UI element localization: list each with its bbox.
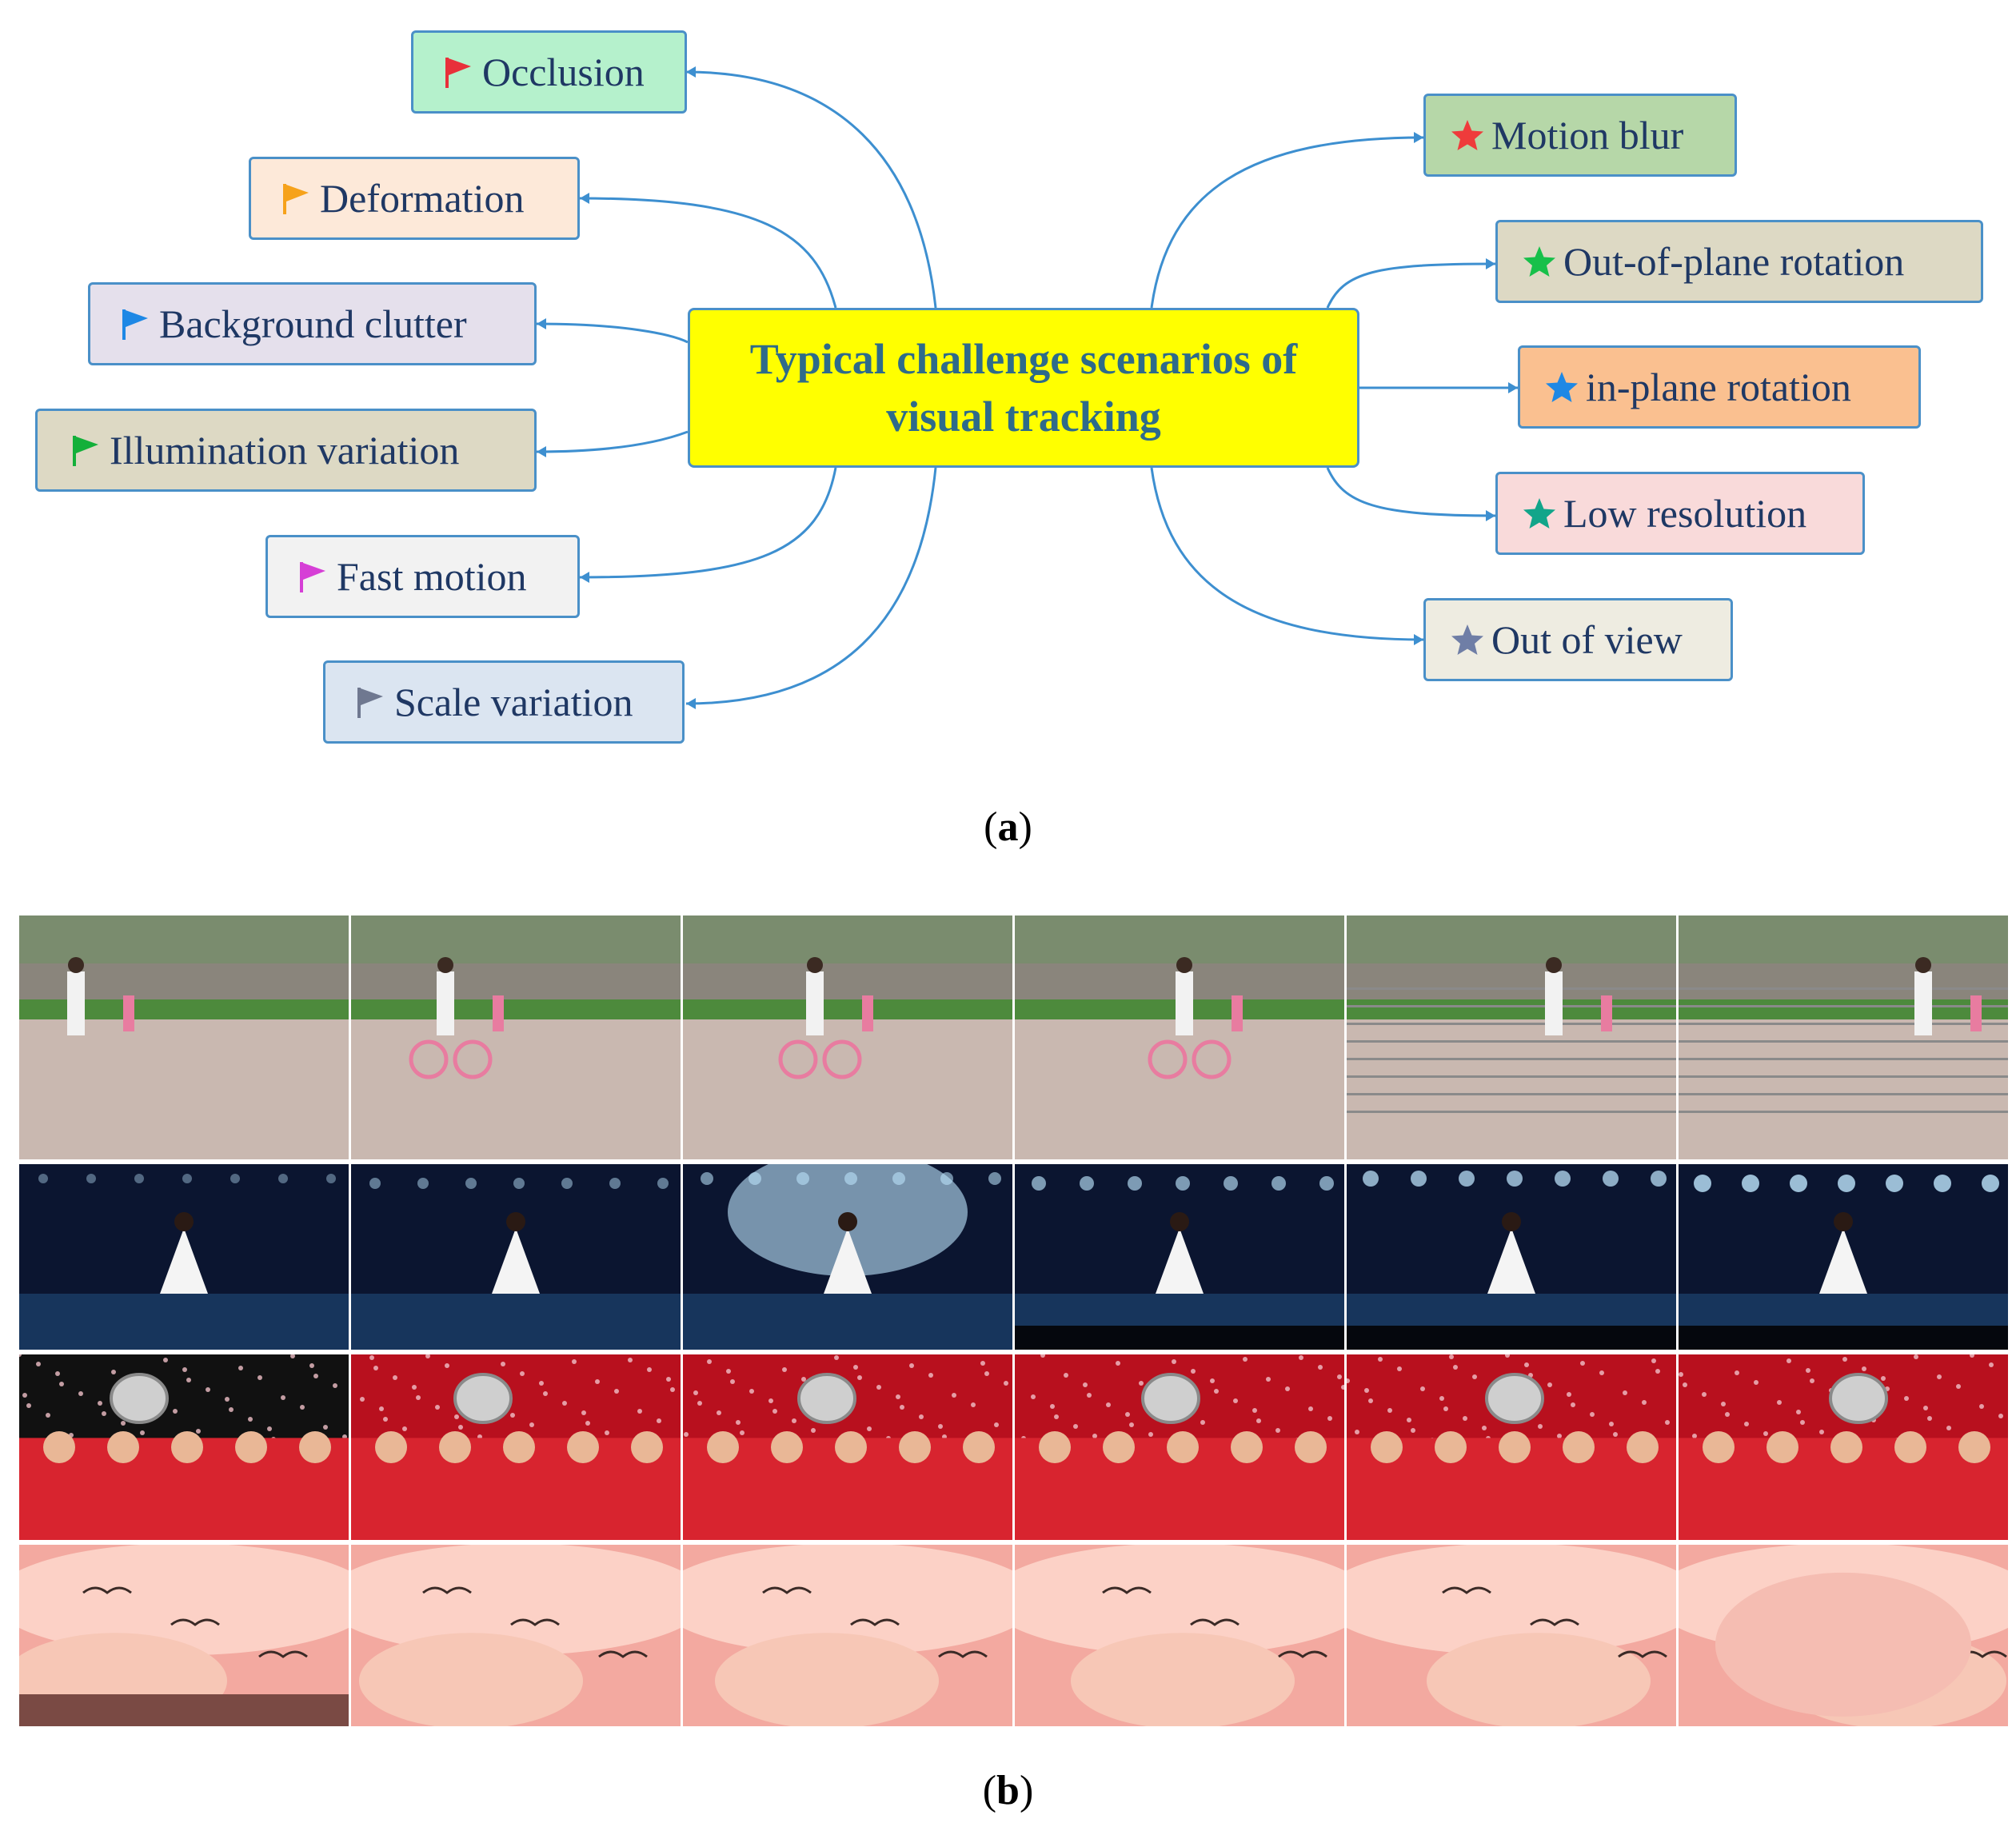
node-label: Out of view [1491,617,1683,662]
frame-clouds-4 [1015,1545,1344,1726]
node-low-resolution: Low resolution [1495,472,1865,555]
central-topic-line-2: visual tracking [886,393,1161,441]
green-flag-icon [68,433,103,468]
frame-crowd-3 [683,1354,1012,1540]
red-flag-icon [441,54,476,90]
frame-stage-5 [1347,1164,1676,1350]
frame-stage-6 [1679,1164,2008,1350]
caption-b: (b) [982,1768,1034,1813]
frame-street-2 [351,915,681,1159]
frame-street-6 [1679,915,2008,1159]
link-out-of-plane-rotation [1326,262,1496,309]
node-scale-variation: Scale variation [323,660,685,744]
caption-a: (a) [984,804,1032,850]
node-label: Occlusion [482,50,645,94]
node-label: Background clutter [159,301,467,346]
frame-crowd-4 [1015,1354,1344,1540]
node-occlusion: Occlusion [411,30,687,114]
node-in-plane-rotation: in-plane rotation [1518,345,1921,429]
frame-clouds-6 [1679,1545,2008,1726]
frame-crowd-2 [351,1354,681,1540]
teal-star-icon [1522,496,1557,531]
blue-flag-icon [118,306,153,341]
node-label: Motion blur [1491,113,1684,158]
frame-street-4 [1015,915,1344,1159]
link-scale-variation [685,467,937,705]
slate-star-icon [1450,622,1485,657]
magenta-flag-icon [295,559,330,594]
link-background-clutter [536,322,689,344]
node-label: in-plane rotation [1586,365,1851,409]
connector-lines [536,66,1518,709]
frame-clouds-3 [683,1545,1012,1726]
frame-crowd-1 [19,1354,349,1540]
frame-clouds-5 [1347,1545,1676,1726]
frame-crowd-6 [1679,1354,2008,1540]
frame-stage-3 [683,1164,1012,1350]
node-deformation: Deformation [249,157,580,240]
link-deformation [579,197,837,309]
blue-star-icon [1544,369,1579,405]
node-label: Low resolution [1563,491,1807,536]
frame-stage-2 [351,1164,681,1350]
node-label: Illumination variation [110,428,460,473]
node-label: Fast motion [337,554,527,599]
gray-flag-icon [353,684,388,720]
central-topic: Typical challenge scenarios of visual tr… [688,308,1359,468]
link-out-of-view [1150,467,1424,641]
frame-stage-4 [1015,1164,1344,1350]
central-topic-line-1: Typical challenge scenarios of [749,335,1298,383]
node-fast-motion: Fast motion [265,535,580,618]
node-label: Scale variation [394,680,633,724]
link-illumination-variation [536,430,689,453]
frame-clouds-1 [19,1545,349,1726]
link-occlusion [685,70,937,309]
orange-flag-icon [278,181,313,216]
node-illumination-variation: Illumination variation [35,409,537,492]
link-fast-motion [579,467,837,579]
red-star-icon [1450,118,1485,153]
node-out-of-plane-rotation: Out-of-plane rotation [1495,220,1983,303]
node-motion-blur: Motion blur [1423,94,1737,177]
green-star-icon [1522,244,1557,279]
node-out-of-view: Out of view [1423,598,1733,681]
frame-street-3 [683,915,1012,1159]
link-low-resolution [1326,467,1496,517]
link-motion-blur [1150,136,1424,309]
frame-stage-1 [19,1164,349,1350]
node-background-clutter: Background clutter [88,282,537,365]
node-label: Deformation [320,176,525,221]
node-label: Out-of-plane rotation [1563,239,1905,284]
frame-crowd-5 [1347,1354,1676,1540]
frame-street-1 [19,915,349,1159]
frame-street-5 [1347,915,1676,1159]
frame-clouds-2 [351,1545,681,1726]
